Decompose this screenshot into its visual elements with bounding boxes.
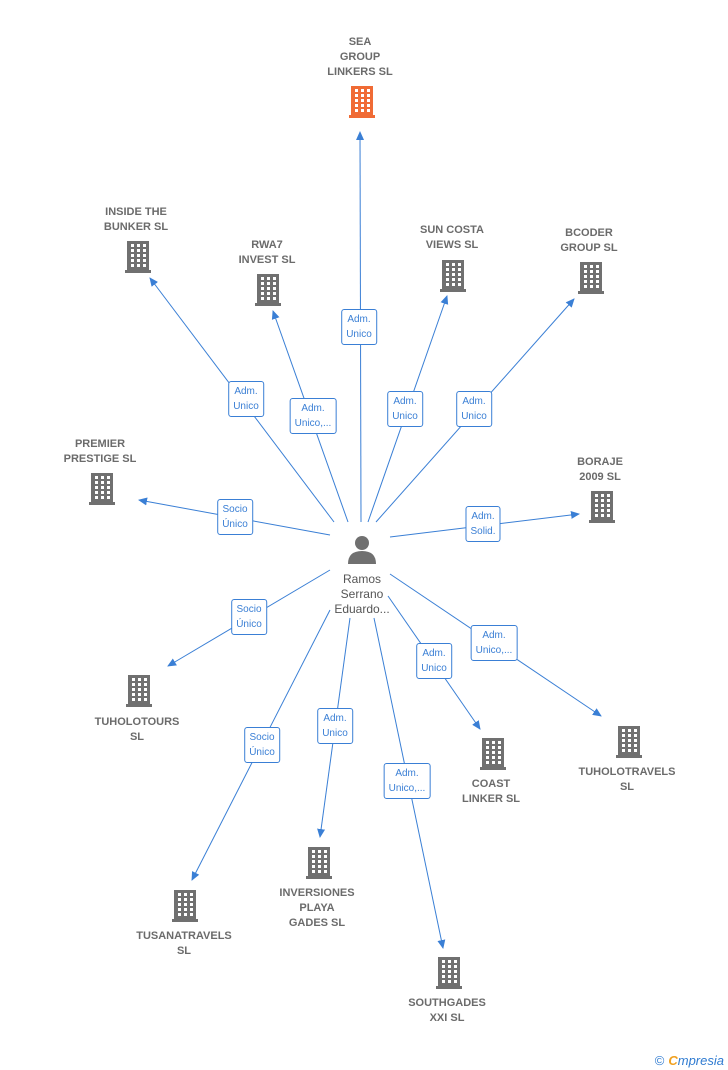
edge-label-suncosta[interactable]: Adm. Unico xyxy=(387,391,423,427)
edge-label-tusana[interactable]: Socio Único xyxy=(244,727,280,763)
node-label-tuholotours[interactable]: TUHOLOTOURS SL xyxy=(94,716,180,743)
building-icon-inside[interactable] xyxy=(125,241,151,273)
building-icon-tuholotours[interactable] xyxy=(126,675,152,707)
building-icon-southgades[interactable] xyxy=(436,957,462,989)
edge-label-premier[interactable]: Socio Único xyxy=(217,499,253,535)
building-icon-premier[interactable] xyxy=(89,473,115,505)
building-icon-tuholotravels[interactable] xyxy=(616,726,642,758)
node-label-inside[interactable]: INSIDE THE BUNKER SL xyxy=(103,206,169,233)
person-label[interactable]: Ramos Serrano Eduardo... xyxy=(334,572,390,616)
node-label-tuholotravels[interactable]: TUHOLOTRAVELS SL xyxy=(578,766,676,793)
node-label-coast[interactable]: COAST LINKER SL xyxy=(461,778,521,805)
edge-label-sea[interactable]: Adm. Unico xyxy=(341,309,377,345)
edge-label-inversiones[interactable]: Adm. Unico xyxy=(317,708,353,744)
building-icon-bcoder[interactable] xyxy=(578,262,604,294)
node-label-boraje[interactable]: BORAJE 2009 SL xyxy=(577,456,623,483)
building-icon-suncosta[interactable] xyxy=(440,260,466,292)
edge-label-inside[interactable]: Adm. Unico xyxy=(228,381,264,417)
edge-label-coast[interactable]: Adm. Unico xyxy=(416,643,452,679)
edge-label-rwa7[interactable]: Adm. Unico,... xyxy=(289,398,337,434)
node-label-suncosta[interactable]: SUN COSTA VIEWS SL xyxy=(420,224,484,251)
node-label-bcoder[interactable]: BCODER GROUP SL xyxy=(560,227,618,254)
edge-label-tuholotravels[interactable]: Adm. Unico,... xyxy=(470,625,518,661)
node-label-sea[interactable]: SEA GROUP LINKERS SL xyxy=(327,36,393,78)
edges-layer xyxy=(138,131,602,949)
building-icon-sea[interactable] xyxy=(349,86,375,118)
building-icon-tusana[interactable] xyxy=(172,890,198,922)
edge-label-boraje[interactable]: Adm. Solid. xyxy=(465,506,501,542)
edge-label-bcoder[interactable]: Adm. Unico xyxy=(456,391,492,427)
building-icon-inversiones[interactable] xyxy=(306,847,332,879)
node-label-inversiones[interactable]: INVERSIONES PLAYA GADES SL xyxy=(279,887,355,929)
node-label-premier[interactable]: PREMIER PRESTIGE SL xyxy=(63,438,137,465)
building-icon-coast[interactable] xyxy=(480,738,506,770)
empresia-brand[interactable]: ©Cmpresia xyxy=(655,1053,724,1068)
edge-label-southgades[interactable]: Adm. Unico,... xyxy=(383,763,431,799)
brand-name: mpresia xyxy=(677,1053,724,1068)
node-label-rwa7[interactable]: RWA7 INVEST SL xyxy=(238,239,296,266)
copyright-symbol: © xyxy=(654,1053,665,1068)
nodes-layer xyxy=(89,86,642,989)
node-label-tusana[interactable]: TUSANATRAVELS SL xyxy=(136,930,232,957)
building-icon-rwa7[interactable] xyxy=(255,274,281,306)
brand-initial: C xyxy=(668,1053,678,1068)
edge-label-tuholotours[interactable]: Socio Único xyxy=(231,599,267,635)
building-icon-boraje[interactable] xyxy=(589,491,615,523)
person-icon[interactable] xyxy=(348,536,376,564)
node-label-southgades[interactable]: SOUTHGADES XXI SL xyxy=(408,997,486,1024)
